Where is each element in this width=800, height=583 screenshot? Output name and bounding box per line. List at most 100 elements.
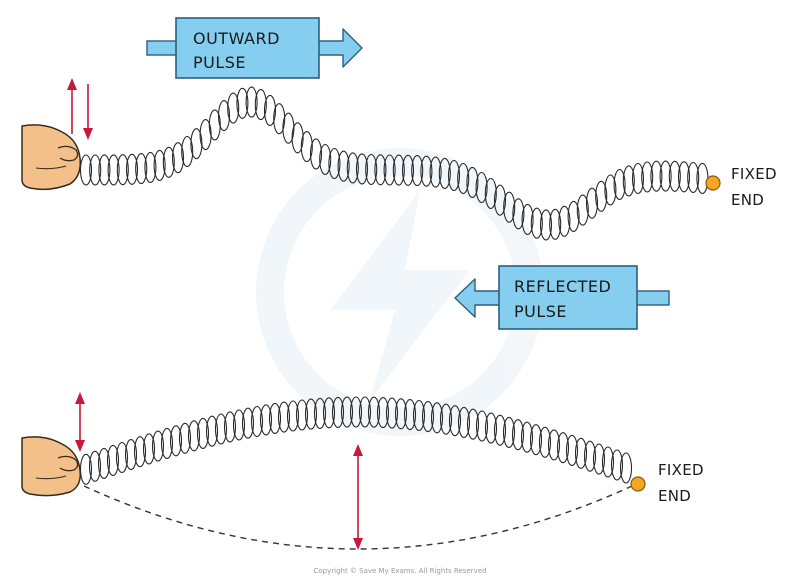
spring-bottom bbox=[79, 396, 633, 485]
spring-coil bbox=[641, 161, 654, 193]
spring-coil bbox=[151, 430, 165, 462]
spring-coil bbox=[115, 441, 129, 474]
fixed-end-label-bottom-line1: FIXED bbox=[658, 461, 704, 479]
spring-coil bbox=[493, 414, 507, 446]
spring-coil bbox=[457, 162, 470, 195]
spring-coil bbox=[585, 187, 599, 219]
copyright-text: Copyright © Save My Exams. All Rights Re… bbox=[313, 567, 486, 575]
spring-coil bbox=[286, 400, 300, 432]
spring-coil bbox=[79, 453, 93, 485]
fixed-end-label-top-line2: END bbox=[731, 191, 764, 209]
spring-coil bbox=[169, 425, 183, 457]
spring-coil bbox=[376, 397, 390, 429]
spring-coil bbox=[619, 452, 633, 484]
spring-lower-position-dashed bbox=[83, 485, 633, 550]
spring-coil bbox=[313, 397, 327, 429]
spring-coil bbox=[412, 399, 426, 432]
spring-coil bbox=[520, 421, 534, 453]
spring-coil bbox=[604, 174, 617, 206]
outward-label-line1: OUTWARD bbox=[193, 29, 280, 48]
spring-coil bbox=[241, 407, 255, 439]
spring-coil bbox=[421, 401, 435, 433]
spring-coil bbox=[97, 447, 111, 479]
spring-coil bbox=[374, 154, 387, 186]
spring-coil bbox=[401, 154, 415, 186]
spring-coil bbox=[214, 413, 228, 445]
spring-coil bbox=[162, 146, 175, 178]
spring-coil bbox=[411, 155, 424, 187]
spring-coil bbox=[429, 156, 442, 188]
spring-coil bbox=[98, 154, 111, 186]
spring-coil bbox=[208, 109, 221, 141]
spring-coil bbox=[484, 177, 497, 210]
reflected-label-line1: REFLECTED bbox=[514, 277, 611, 296]
spring-coil bbox=[558, 205, 571, 237]
spring-coil bbox=[466, 408, 480, 440]
spring-coil bbox=[217, 100, 231, 132]
spring-coil bbox=[659, 160, 672, 192]
spring-coil bbox=[677, 161, 691, 193]
spring-coil bbox=[430, 402, 444, 434]
spring-coil bbox=[521, 203, 534, 235]
spring-coil bbox=[475, 410, 489, 442]
spring-coil bbox=[171, 142, 185, 174]
spring-coil bbox=[567, 200, 580, 232]
spring-coil bbox=[503, 191, 516, 223]
spring-coil bbox=[319, 143, 332, 176]
spring-coil bbox=[322, 397, 336, 429]
fixed-end-dot-bottom bbox=[630, 476, 646, 492]
spring-coil bbox=[530, 207, 543, 239]
spring-top bbox=[79, 86, 709, 241]
spring-coil bbox=[511, 419, 525, 451]
spring-coil bbox=[447, 159, 461, 192]
spring-coil bbox=[328, 147, 341, 180]
spring-coil bbox=[187, 420, 201, 452]
spring-coil bbox=[394, 398, 408, 430]
spring-coil bbox=[403, 399, 417, 431]
spring-coil bbox=[291, 122, 304, 154]
spring-coil bbox=[331, 396, 345, 428]
hand-motion-arrows-top bbox=[67, 78, 93, 140]
spring-coil bbox=[420, 155, 433, 187]
spring-coil bbox=[358, 396, 372, 428]
spring-coil bbox=[133, 436, 147, 468]
spring-coil bbox=[466, 166, 479, 198]
spring-coil bbox=[576, 194, 589, 226]
spring-coil bbox=[622, 165, 635, 197]
spring-coil bbox=[592, 443, 606, 475]
reflected-label-line2: PULSE bbox=[514, 302, 567, 321]
hand-bottom bbox=[21, 436, 82, 497]
spring-coil bbox=[385, 397, 399, 429]
spring-coil bbox=[502, 416, 516, 448]
spring-coil bbox=[263, 94, 277, 126]
spring-coil bbox=[304, 398, 318, 430]
spring-coil bbox=[245, 86, 258, 118]
spring-coil bbox=[259, 404, 273, 436]
fixed-end-label-bottom-line2: END bbox=[658, 487, 691, 505]
reflected-pulse-arrow bbox=[454, 265, 670, 330]
spring-coil bbox=[190, 128, 203, 160]
hand-motion-arrow-bottom bbox=[75, 392, 85, 452]
spring-coil bbox=[484, 412, 498, 444]
spring-coil bbox=[181, 135, 194, 168]
spring-coil bbox=[574, 437, 588, 469]
spring-coil bbox=[583, 440, 597, 472]
spring-coil bbox=[227, 92, 240, 124]
outward-pulse-arrow bbox=[146, 17, 363, 79]
spring-coil bbox=[438, 157, 451, 189]
spring-coil bbox=[595, 180, 608, 212]
spring-coil bbox=[124, 439, 138, 471]
fixed-end-dot-top bbox=[705, 175, 721, 191]
spring-coil bbox=[300, 131, 313, 163]
spring-coil bbox=[367, 396, 381, 428]
spring-coil bbox=[254, 89, 267, 121]
spring-coil bbox=[538, 426, 552, 458]
spring-coil bbox=[153, 149, 166, 181]
spring-coil bbox=[549, 208, 562, 240]
spring-coil bbox=[144, 151, 157, 183]
spring-coil bbox=[383, 154, 396, 186]
spring-coil bbox=[250, 405, 264, 438]
spring-coil bbox=[107, 154, 120, 186]
spring-coil bbox=[631, 162, 645, 195]
